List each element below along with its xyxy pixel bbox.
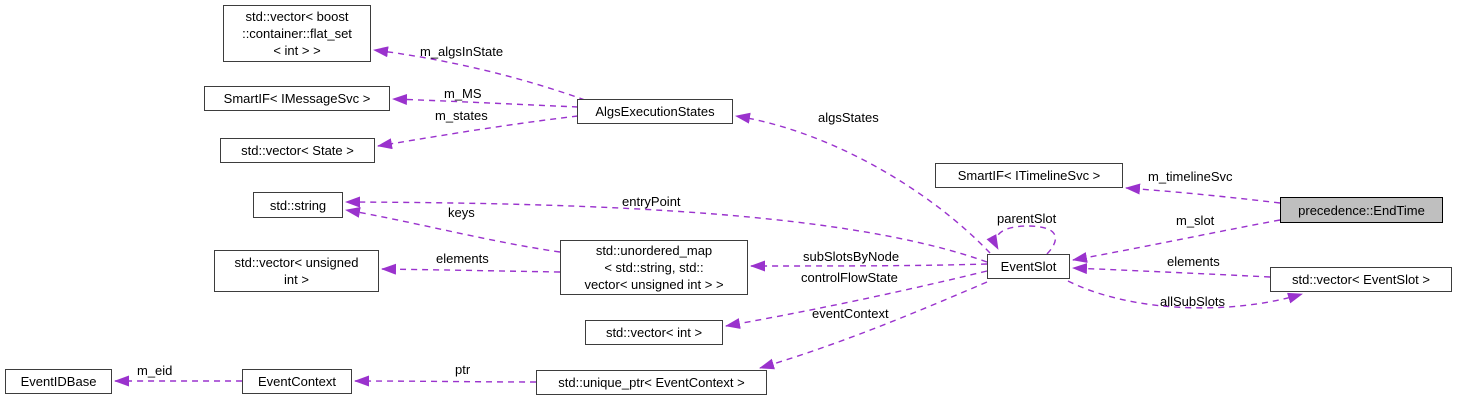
edge-label-entrypoint: entryPoint [622,194,681,209]
edge-label-subslotsbynode: subSlotsByNode [803,249,900,264]
node-smartif-itimelinesvc[interactable]: SmartIF< ITimelineSvc > [935,163,1123,188]
edge-label-controlflowstate: controlFlowState [801,270,898,285]
node-vector-flat-set[interactable]: std::vector< boost::container::flat_set<… [223,5,371,62]
node-vector-flat-set-label-line: ::container::flat_set [242,26,352,41]
node-eventslot[interactable]: EventSlot [987,254,1070,279]
node-unordered-map-label-line: std::unordered_map [595,243,713,258]
edge-label-m-states: m_states [435,108,488,123]
edge-parentslot [986,225,1057,255]
edge-elements-left [381,263,561,275]
node-vector-state-label-line: std::vector< State > [241,143,354,158]
node-vector-eventslot[interactable]: std::vector< EventSlot > [1270,267,1452,292]
node-vector-int[interactable]: std::vector< int > [585,320,723,345]
node-precedence-endtime-label-line: precedence::EndTime [1298,202,1425,218]
edge-label-algsstates: algsStates [818,110,879,125]
edge-m-slot [1072,219,1281,263]
edge-label-ptr: ptr [455,362,471,377]
edge-label-m-algsinstate: m_algsInState [420,44,504,59]
node-vector-flat-set-label-line: < int > > [273,43,321,58]
node-algsexecutionstates-label-line: AlgsExecutionStates [595,104,715,119]
node-eventcontext-label-line: EventContext [257,374,337,389]
edge-keys [345,206,561,253]
edge-label-eventcontext-member: eventContext [812,306,889,321]
edge-controlflowstate [725,270,988,329]
edge-ptr [354,375,537,387]
node-std-string[interactable]: std::string [253,192,343,218]
node-eventidbase[interactable]: EventIDBase [5,369,112,394]
node-vector-unsigned-int-label-line: int > [284,272,309,287]
edge-label-allsubslots: allSubSlots [1160,294,1226,309]
node-vector-int-label-line: std::vector< int > [605,325,703,340]
edge-m-algsinstate [373,46,586,101]
node-precedence-endtime: precedence::EndTime [1280,197,1443,223]
edge-label-m-eid: m_eid [137,363,173,378]
edge-eventcontext-member [759,281,988,370]
edge-label-elements-right: elements [1167,254,1220,269]
node-vector-eventslot-label-line: std::vector< EventSlot > [1291,272,1431,287]
edge-label-m-timelinesvc: m_timelineSvc [1148,169,1233,184]
edge-algsstates [735,112,991,254]
edge-label-keys: keys [448,205,475,220]
node-smartif-itimelinesvc-label-line: SmartIF< ITimelineSvc > [957,168,1101,183]
edge-label-parentslot: parentSlot [997,211,1057,226]
node-eventcontext[interactable]: EventContext [242,369,352,394]
node-algsexecutionstates[interactable]: AlgsExecutionStates [577,99,733,124]
node-unordered-map[interactable]: std::unordered_map< std::string, std::ve… [560,240,748,295]
node-vector-unsigned-int-label-line: std::vector< unsigned [234,255,359,270]
node-unique-ptr-eventcontext[interactable]: std::unique_ptr< EventContext > [536,370,767,395]
edge-entrypoint [345,196,988,263]
edge-elements-right [1072,263,1271,278]
node-vector-state[interactable]: std::vector< State > [220,138,375,163]
edge-subslotsbynode [750,260,988,272]
edge-m-ms [392,93,579,108]
edge-m-states [377,115,579,150]
node-unordered-map-label-line: < std::string, std:: [604,260,704,275]
node-smartif-imessagesvc-label-line: SmartIF< IMessageSvc > [223,91,371,106]
node-unordered-map-label-line: vector< unsigned int > > [584,277,724,292]
node-vector-flat-set-label-line: std::vector< boost [245,9,349,24]
node-eventidbase-label-line: EventIDBase [20,374,97,389]
edge-m-timelinesvc [1125,183,1281,204]
edge-label-m-slot: m_slot [1176,213,1215,228]
node-smartif-imessagesvc[interactable]: SmartIF< IMessageSvc > [204,86,390,111]
edge-allsubslots [1067,280,1303,309]
node-eventslot-label-line: EventSlot [1000,259,1057,274]
node-std-string-label-line: std::string [269,197,327,213]
node-unique-ptr-eventcontext-label-line: std::unique_ptr< EventContext > [558,375,745,390]
edge-label-m-ms: m_MS [444,86,482,101]
edge-label-elements-left: elements [436,251,489,266]
